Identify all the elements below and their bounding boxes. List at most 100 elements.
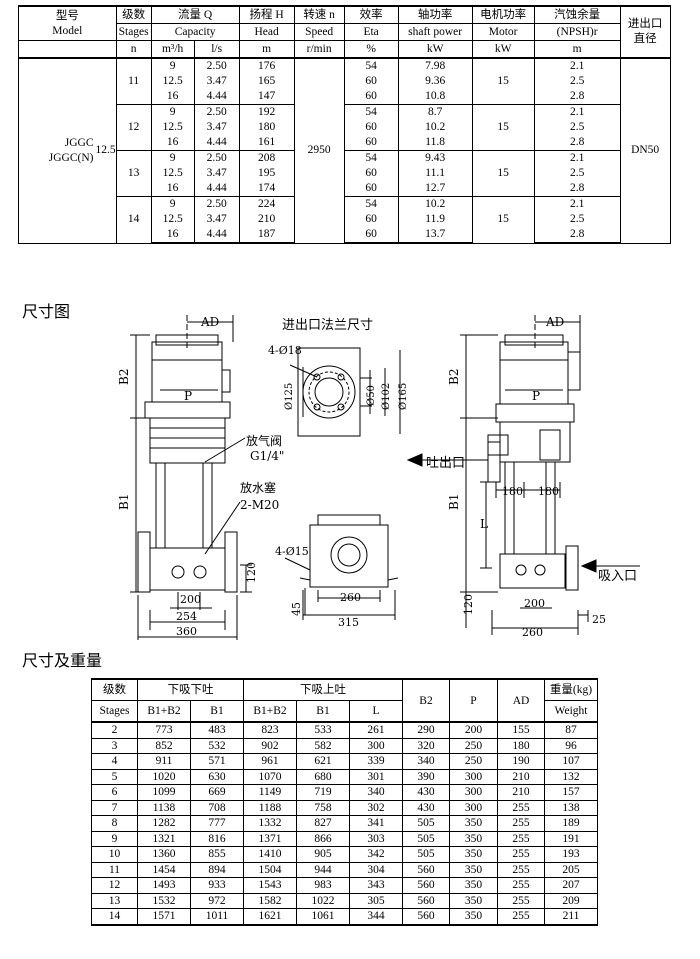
b1-down-cell: 933 <box>190 877 244 894</box>
q-ls-cell: 3.47 <box>193 74 240 89</box>
eta-cell: 54 <box>343 104 399 120</box>
motor-cell: 15 <box>471 196 535 244</box>
label-120-left: 120 <box>245 562 258 583</box>
b2-cell: 560 <box>402 892 450 909</box>
eta-cell: 54 <box>343 57 399 74</box>
wt-hdr-stages: 级数 <box>91 678 138 701</box>
stages-cell: 13 <box>115 150 152 197</box>
hdr-shaft-unit: kW <box>397 40 473 59</box>
head-cell: 208 <box>238 150 295 166</box>
eta-cell: 54 <box>343 150 399 166</box>
q-m3h-cell: 16 <box>150 227 195 244</box>
weight-cell: 191 <box>544 830 598 847</box>
npsh-cell: 2.8 <box>533 89 621 105</box>
dimension-drawing: AD B2 B1 P 放气阀 G1/4" 放水塞 2-M20 120 200 2… <box>117 315 640 640</box>
hdr-speed-en: Speed <box>293 23 345 41</box>
eta-cell: 60 <box>343 89 399 105</box>
motor-cell: 15 <box>471 57 535 105</box>
hdr-shaft: 轴功率 <box>397 5 473 24</box>
b1b2-up-cell: 1188 <box>243 799 297 816</box>
ad-cell: 255 <box>497 815 545 832</box>
hdr-stages: 级数 <box>115 5 152 24</box>
label-p-left: P <box>184 389 192 403</box>
hdr-eta: 效率 <box>343 5 399 24</box>
shaft-cell: 11.8 <box>397 135 473 151</box>
b1-up-cell: 1061 <box>296 908 350 926</box>
weight-table: 级数 下吸下吐 下吸上吐 B2 P AD 重量(kg) Stages B1+B2… <box>91 678 598 926</box>
b2-cell: 560 <box>402 861 450 878</box>
npsh-cell: 2.8 <box>533 181 621 197</box>
q-ls-cell: 3.47 <box>193 212 240 227</box>
npsh-cell: 2.5 <box>533 74 621 89</box>
p-cell: 350 <box>449 892 498 909</box>
q-m3h-cell: 9 <box>150 196 195 212</box>
b2-cell: 390 <box>402 768 450 785</box>
wt-hdr-b1b2-b: B1+B2 <box>243 700 297 723</box>
eta-cell: 60 <box>343 166 399 181</box>
label-drain: 放水塞 <box>240 480 276 495</box>
stages-cell: 10 <box>91 846 138 863</box>
head-cell: 147 <box>238 89 295 105</box>
b1-down-cell: 571 <box>190 753 244 770</box>
hdr-capacity: 流量 Q <box>150 5 240 24</box>
l-cell: 342 <box>349 846 403 863</box>
head-cell: 176 <box>238 57 295 74</box>
weight-cell: 132 <box>544 768 598 785</box>
b1-up-cell: 866 <box>296 830 350 847</box>
hdr-npsh-en: (NPSH)r <box>533 23 621 41</box>
q-ls-cell: 4.44 <box>193 181 240 197</box>
b1b2-up-cell: 1332 <box>243 815 297 832</box>
label-d50: Ø50 <box>366 385 377 406</box>
b1b2-up-cell: 902 <box>243 737 297 754</box>
shaft-cell: 13.7 <box>397 227 473 244</box>
wt-hdr-bottom-bottom: 下吸下吐 <box>137 678 244 701</box>
b1-down-cell: 630 <box>190 768 244 785</box>
label-p-right: P <box>532 389 540 403</box>
hdr-motor-en: Motor <box>471 23 535 41</box>
shaft-cell: 10.2 <box>397 196 473 212</box>
l-cell: 341 <box>349 815 403 832</box>
npsh-cell: 2.8 <box>533 227 621 244</box>
ad-cell: 255 <box>497 861 545 878</box>
b2-cell: 505 <box>402 830 450 847</box>
l-cell: 302 <box>349 799 403 816</box>
stages-cell: 14 <box>115 196 152 244</box>
label-360: 360 <box>176 625 197 638</box>
b1b2-down-cell: 1532 <box>137 892 191 909</box>
b1-down-cell: 708 <box>190 799 244 816</box>
shaft-cell: 10.8 <box>397 89 473 105</box>
weight-cell: 205 <box>544 861 598 878</box>
label-120-right: 120 <box>462 594 475 615</box>
label-200-left: 200 <box>180 593 201 606</box>
label-b2-right: B2 <box>447 369 461 385</box>
hdr-head-en: Head <box>238 23 295 41</box>
label-d165: Ø165 <box>398 383 409 410</box>
base-view <box>284 514 399 620</box>
ad-cell: 255 <box>497 799 545 816</box>
b2-cell: 320 <box>402 737 450 754</box>
label-vent: 放气阀 <box>246 433 282 448</box>
npsh-cell: 2.5 <box>533 166 621 181</box>
head-cell: 180 <box>238 120 295 135</box>
shaft-cell: 11.9 <box>397 212 473 227</box>
npsh-cell: 2.8 <box>533 135 621 151</box>
eta-cell: 54 <box>343 196 399 212</box>
q-m3h-cell: 12.5 <box>150 120 195 135</box>
head-cell: 187 <box>238 227 295 244</box>
stages-cell: 11 <box>91 861 138 878</box>
shaft-cell: 9.36 <box>397 74 473 89</box>
l-cell: 343 <box>349 877 403 894</box>
stages-cell: 9 <box>91 830 138 847</box>
b1b2-down-cell: 1138 <box>137 799 191 816</box>
